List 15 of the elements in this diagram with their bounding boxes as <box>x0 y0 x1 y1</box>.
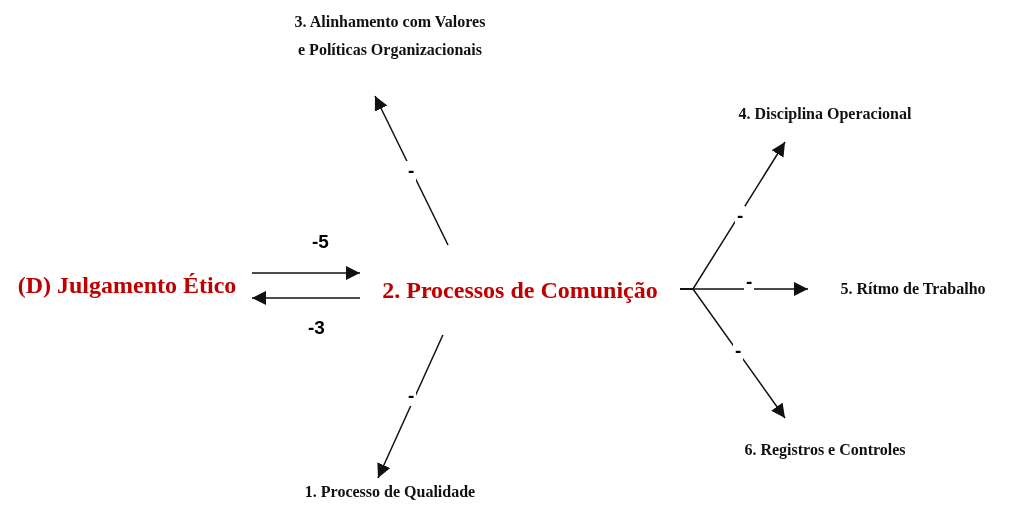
arrow <box>374 95 449 246</box>
node-label: (D) Julgamento Ético <box>16 271 238 300</box>
arrow <box>251 266 361 280</box>
node-label: 1. Processo de Qualidade <box>303 482 477 502</box>
arrow <box>377 334 444 479</box>
arrow <box>679 288 786 419</box>
node-label: 3. Alinhamento com Valores e Políticas Organizacionais <box>293 12 487 61</box>
edge-label: - <box>406 161 417 181</box>
arrow <box>251 290 361 305</box>
node-label: 4. Disciplina Operacional <box>737 104 913 125</box>
node-label: 6. Registros e Controles <box>743 440 907 461</box>
edge-label: - <box>733 341 744 361</box>
node-label: 2. Processos de Comunição <box>381 276 659 305</box>
node-label: 5. Rítmo de Trabalho <box>839 279 987 299</box>
edge-label: - <box>735 206 746 226</box>
